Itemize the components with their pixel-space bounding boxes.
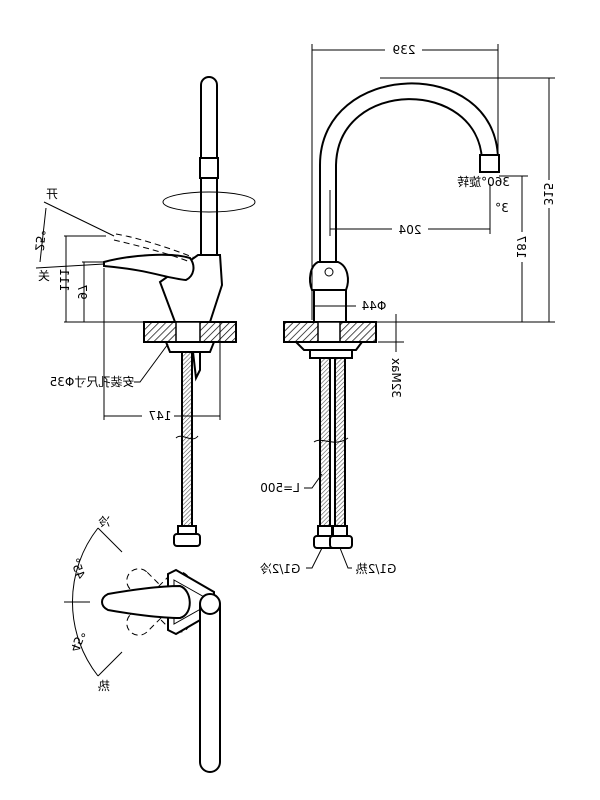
dim-315: 315 [541, 183, 555, 206]
dim-204: 204 [399, 223, 422, 237]
dim-max-thickness: 32Max [389, 358, 403, 398]
side-cartridge-pin [191, 351, 201, 382]
dim-base-diameter: Φ44 [362, 299, 387, 313]
front-hose-cold [319, 357, 331, 531]
side-view: 360°旋转 111 97 25° 开 关 安装孔尺寸Φ35 [32, 76, 510, 547]
lever-angle: 25° [32, 229, 48, 251]
front-view: 239 315 187 204 3° Φ44 32Max L=500 G1/2冷 [260, 43, 555, 576]
angle-hot: 45° [68, 629, 88, 654]
top-view: 45° 45° 冷 热 [64, 515, 221, 773]
side-spout-collar [199, 157, 219, 179]
side-lever [103, 253, 195, 282]
mount-hole-label: 安装孔尺寸Φ35 [50, 374, 135, 389]
front-spout-aerator [479, 154, 500, 173]
top-lever [101, 584, 191, 620]
dim-97: 97 [75, 284, 89, 299]
rotation-indicator [162, 191, 256, 213]
side-hose [181, 351, 193, 531]
front-hose-hot [334, 357, 346, 531]
open-label: 开 [46, 187, 58, 201]
top-spout [199, 595, 221, 773]
dim-111: 111 [57, 269, 71, 292]
side-mount-nut [164, 341, 216, 353]
front-mount-nut [309, 349, 353, 359]
cold-inlet-label: G1/2冷 [260, 562, 301, 576]
hose-length: L=500 [260, 481, 300, 495]
dim-187: 187 [514, 236, 528, 259]
close-label: 关 [38, 269, 50, 283]
hot-inlet-label: G1/2热 [356, 562, 397, 576]
side-lever-open [113, 233, 196, 263]
cold-label: 冷 [98, 515, 110, 529]
side-hose-fitting [173, 533, 201, 547]
dim-239: 239 [393, 43, 416, 57]
front-fitting-hot [329, 535, 353, 549]
rotation-label: 360°旋转 [457, 174, 510, 189]
angle-cold: 45° [68, 556, 88, 581]
hot-label: 热 [98, 679, 110, 693]
dim-spout-angle: 3° [495, 201, 509, 215]
dim-147: 147 [149, 409, 172, 423]
